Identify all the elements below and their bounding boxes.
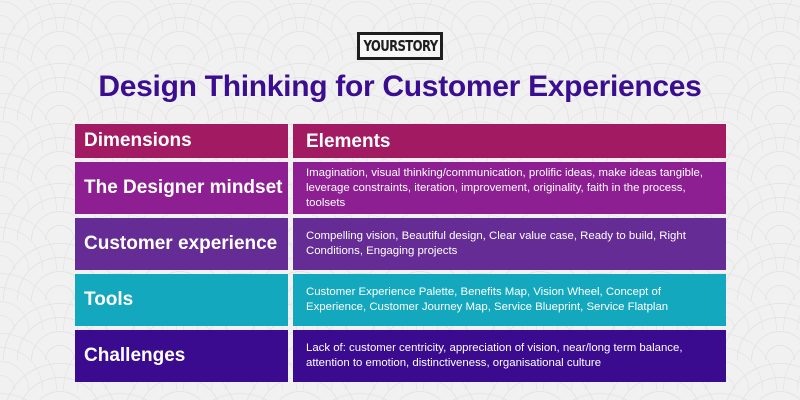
elements-cell: Compelling vision, Beautiful design, Cle…: [293, 218, 726, 270]
dimension-cell: Customer experience: [75, 218, 288, 270]
header-elements: Elements: [293, 124, 726, 158]
table-row: Customer experience Compelling vision, B…: [75, 218, 726, 270]
table-row: Tools Customer Experience Palette, Benef…: [75, 274, 726, 326]
table-row: Challenges Lack of: customer centricity,…: [75, 330, 726, 382]
table-header-row: Dimensions Elements: [75, 124, 726, 158]
dimension-cell: Tools: [75, 274, 288, 326]
elements-cell: Customer Experience Palette, Benefits Ma…: [293, 274, 726, 326]
yourstory-logo: YOURSTORY: [357, 32, 443, 60]
elements-cell: Lack of: customer centricity, appreciati…: [293, 330, 726, 382]
dimension-cell: The Designer mindset: [75, 162, 288, 214]
header-dimensions: Dimensions: [75, 124, 288, 158]
table-row: The Designer mindset Imagination, visual…: [75, 162, 726, 214]
page-title: Design Thinking for Customer Experiences: [98, 70, 702, 103]
elements-cell: Imagination, visual thinking/communicati…: [293, 162, 726, 214]
logo-text: YOURSTORY: [362, 37, 438, 55]
dimension-cell: Challenges: [75, 330, 288, 382]
design-thinking-table: Dimensions Elements The Designer mindset…: [75, 124, 726, 386]
